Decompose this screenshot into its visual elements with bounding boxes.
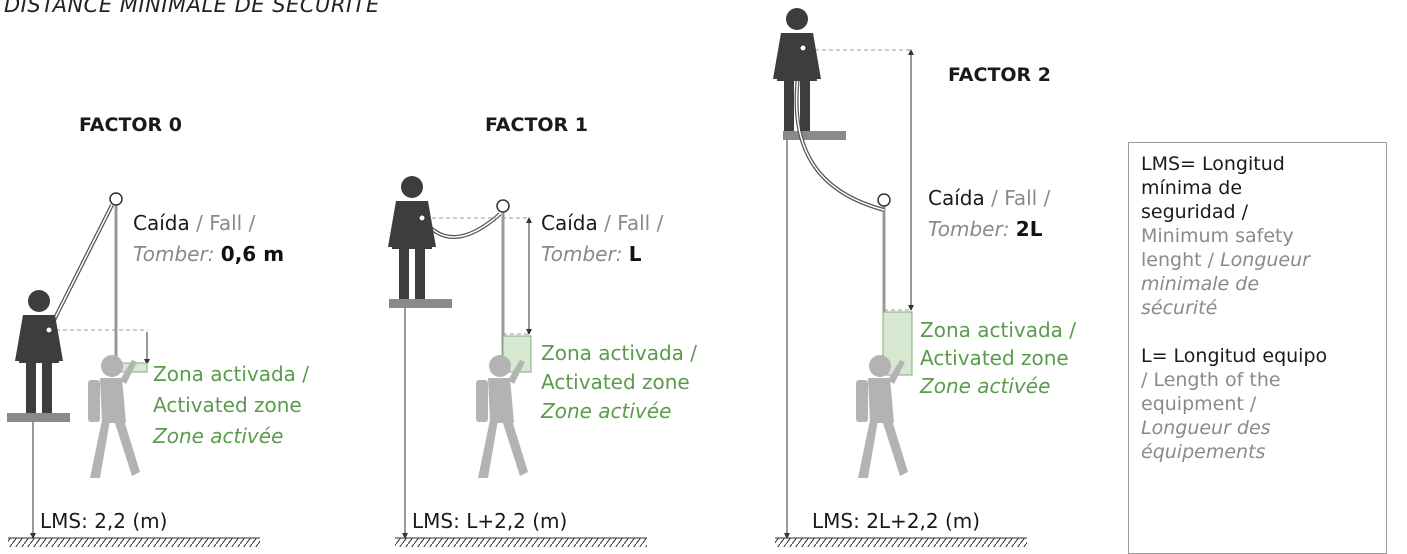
fall-value: L	[628, 242, 642, 266]
ground-hatch	[395, 538, 647, 547]
sep: /	[1037, 186, 1051, 210]
lms-value: LMS: 2L+2,2 (m)	[812, 509, 981, 533]
platform	[389, 299, 452, 308]
sep: /	[650, 211, 664, 235]
zone-fr: Zone activée	[153, 424, 284, 448]
lanyard	[420, 212, 502, 240]
fall-label-line2: Tomber: L	[541, 242, 642, 266]
panel-factor-1	[388, 176, 647, 547]
sep: /	[189, 211, 210, 235]
fall-en: Fall	[209, 211, 243, 235]
lms-value: LMS: L+2,2 (m)	[412, 509, 568, 533]
panel-factor-2	[773, 8, 1027, 547]
fall-label-line1: Caída / Fall /	[541, 211, 663, 235]
factor-2-heading: FACTOR 2	[948, 64, 1052, 86]
fall-es: Caída	[541, 211, 598, 235]
page-title: DISTANCE MINIMALE DE SÉCURITÉ	[4, 0, 380, 17]
fall-es: Caída	[928, 186, 985, 210]
zone-fr: Zone activée	[920, 374, 1051, 398]
factor-1-heading: FACTOR 1	[485, 114, 589, 136]
zone-en: Activated zone	[153, 393, 302, 417]
legend-box: LMS= Longitud mínima de seguridad / Mini…	[1128, 142, 1387, 554]
fall-label-line1: Caída / Fall /	[133, 211, 255, 235]
legend-l-en-1: / Length of the	[1141, 369, 1281, 391]
anchor-ring	[877, 193, 891, 207]
fall-es: Caída	[133, 211, 190, 235]
legend-lms-fr-3: sécurité	[1141, 297, 1218, 319]
fall-en: Fall	[617, 211, 651, 235]
worker-standing	[388, 176, 436, 299]
legend-lms-en-1: Minimum safety	[1141, 225, 1294, 247]
legend-lms-fr-2: minimale de	[1141, 273, 1260, 295]
fall-fr: Tomber:	[133, 242, 215, 266]
fall-fr: Tomber:	[541, 242, 623, 266]
sep: /	[984, 186, 1005, 210]
zone-en: Activated zone	[541, 370, 690, 394]
legend-lms-line5: lenght / Longueur	[1141, 248, 1376, 272]
legend-lms-es-3: seguridad /	[1141, 201, 1248, 223]
legend-l-en-2: equipment /	[1141, 393, 1257, 415]
legend-lms-es-1: LMS= Longitud	[1141, 153, 1285, 175]
zone-en: Activated zone	[920, 346, 1069, 370]
fall-fr: Tomber:	[928, 217, 1010, 241]
fall-label-line2: Tomber: 2L	[928, 217, 1042, 241]
worker-falling	[476, 355, 528, 478]
ground-hatch	[8, 538, 260, 547]
fall-en: Fall	[1004, 186, 1038, 210]
zone-fr: Zone activée	[541, 399, 672, 423]
worker-standing	[15, 290, 63, 413]
legend-lms-en-2: lenght /	[1141, 249, 1215, 271]
legend-l-fr-2: équipements	[1141, 441, 1266, 463]
fall-value: 0,6 m	[220, 242, 285, 266]
fall-label-line1: Caída / Fall /	[928, 186, 1050, 210]
panel-factor-0	[7, 192, 260, 547]
legend-lms-es-2: mínima de	[1141, 177, 1243, 199]
legend-l-fr-1: Longueur des	[1141, 417, 1271, 439]
anchor-ring	[496, 199, 510, 213]
lms-value: LMS: 2,2 (m)	[40, 509, 168, 533]
fall-value: 2L	[1015, 217, 1043, 241]
sep: /	[242, 211, 256, 235]
sep: /	[597, 211, 618, 235]
factor-0-heading: FACTOR 0	[79, 114, 183, 136]
platform	[783, 131, 846, 140]
legend-l-es-1: L= Longitud equipo	[1141, 345, 1328, 367]
zone-es: Zona activada /	[153, 362, 310, 386]
anchor-ring	[109, 192, 123, 206]
platform	[7, 413, 70, 422]
zone-es: Zona activada /	[541, 341, 698, 365]
zone-es: Zona activada /	[920, 318, 1077, 342]
ground-hatch	[775, 538, 1027, 547]
fall-label-line2: Tomber: 0,6 m	[133, 242, 284, 266]
legend-lms-fr-1: Longueur	[1220, 249, 1310, 271]
worker-falling	[88, 355, 140, 478]
